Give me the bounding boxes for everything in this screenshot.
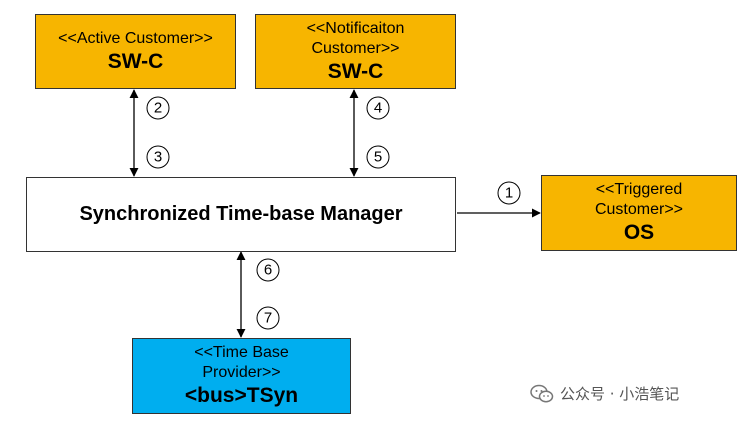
provider-stereotype-line2: Provider>> xyxy=(202,364,281,381)
notification-customer-stereotype-line1: <<Notificaiton xyxy=(306,19,405,37)
step-2-label: 2 xyxy=(154,100,162,117)
step-7-label: 7 xyxy=(264,310,272,327)
step-1-label: 1 xyxy=(505,185,513,202)
watermark-text: 公众号 · 小浩笔记 xyxy=(560,385,680,403)
step-5-marker: 5 xyxy=(366,145,390,169)
notification-customer-name: SW-C xyxy=(327,59,384,83)
active-customer-name: SW-C xyxy=(107,49,164,73)
step-4-marker: 4 xyxy=(366,96,390,120)
notification-customer-stereotype-line2: Customer>> xyxy=(311,39,400,57)
step-6-marker: 6 xyxy=(256,258,280,282)
manager-box: Synchronized Time-base Manager xyxy=(26,177,456,252)
watermark: 公众号 · 小浩笔记 xyxy=(530,383,679,404)
step-6-label: 6 xyxy=(264,262,272,279)
step-1-marker: 1 xyxy=(497,181,521,205)
triggered-customer-name: OS xyxy=(623,221,655,244)
step-2-marker: 2 xyxy=(146,96,170,120)
provider-box: <<Time Base Provider>> <bus>TSyn xyxy=(132,338,351,414)
triggered-customer-box: <<Triggered Customer>> OS xyxy=(541,175,737,251)
triggered-customer-stereotype-line2: Customer>> xyxy=(594,201,684,218)
step-3-marker: 3 xyxy=(146,145,170,169)
notification-customer-box: <<Notificaiton Customer>> SW-C xyxy=(255,14,456,89)
step-7-marker: 7 xyxy=(256,306,280,330)
step-4-label: 4 xyxy=(374,100,382,117)
manager-name: Synchronized Time-base Manager xyxy=(79,203,403,225)
triggered-customer-stereotype-line1: <<Triggered xyxy=(595,181,683,198)
step-3-label: 3 xyxy=(154,149,162,166)
wechat-icon xyxy=(530,384,554,402)
provider-stereotype-line1: <<Time Base xyxy=(194,344,289,361)
step-5-label: 5 xyxy=(374,149,382,166)
provider-name: <bus>TSyn xyxy=(184,384,299,407)
active-customer-box: <<Active Customer>> SW-C xyxy=(35,14,236,89)
active-customer-stereotype: <<Active Customer>> xyxy=(58,29,213,47)
